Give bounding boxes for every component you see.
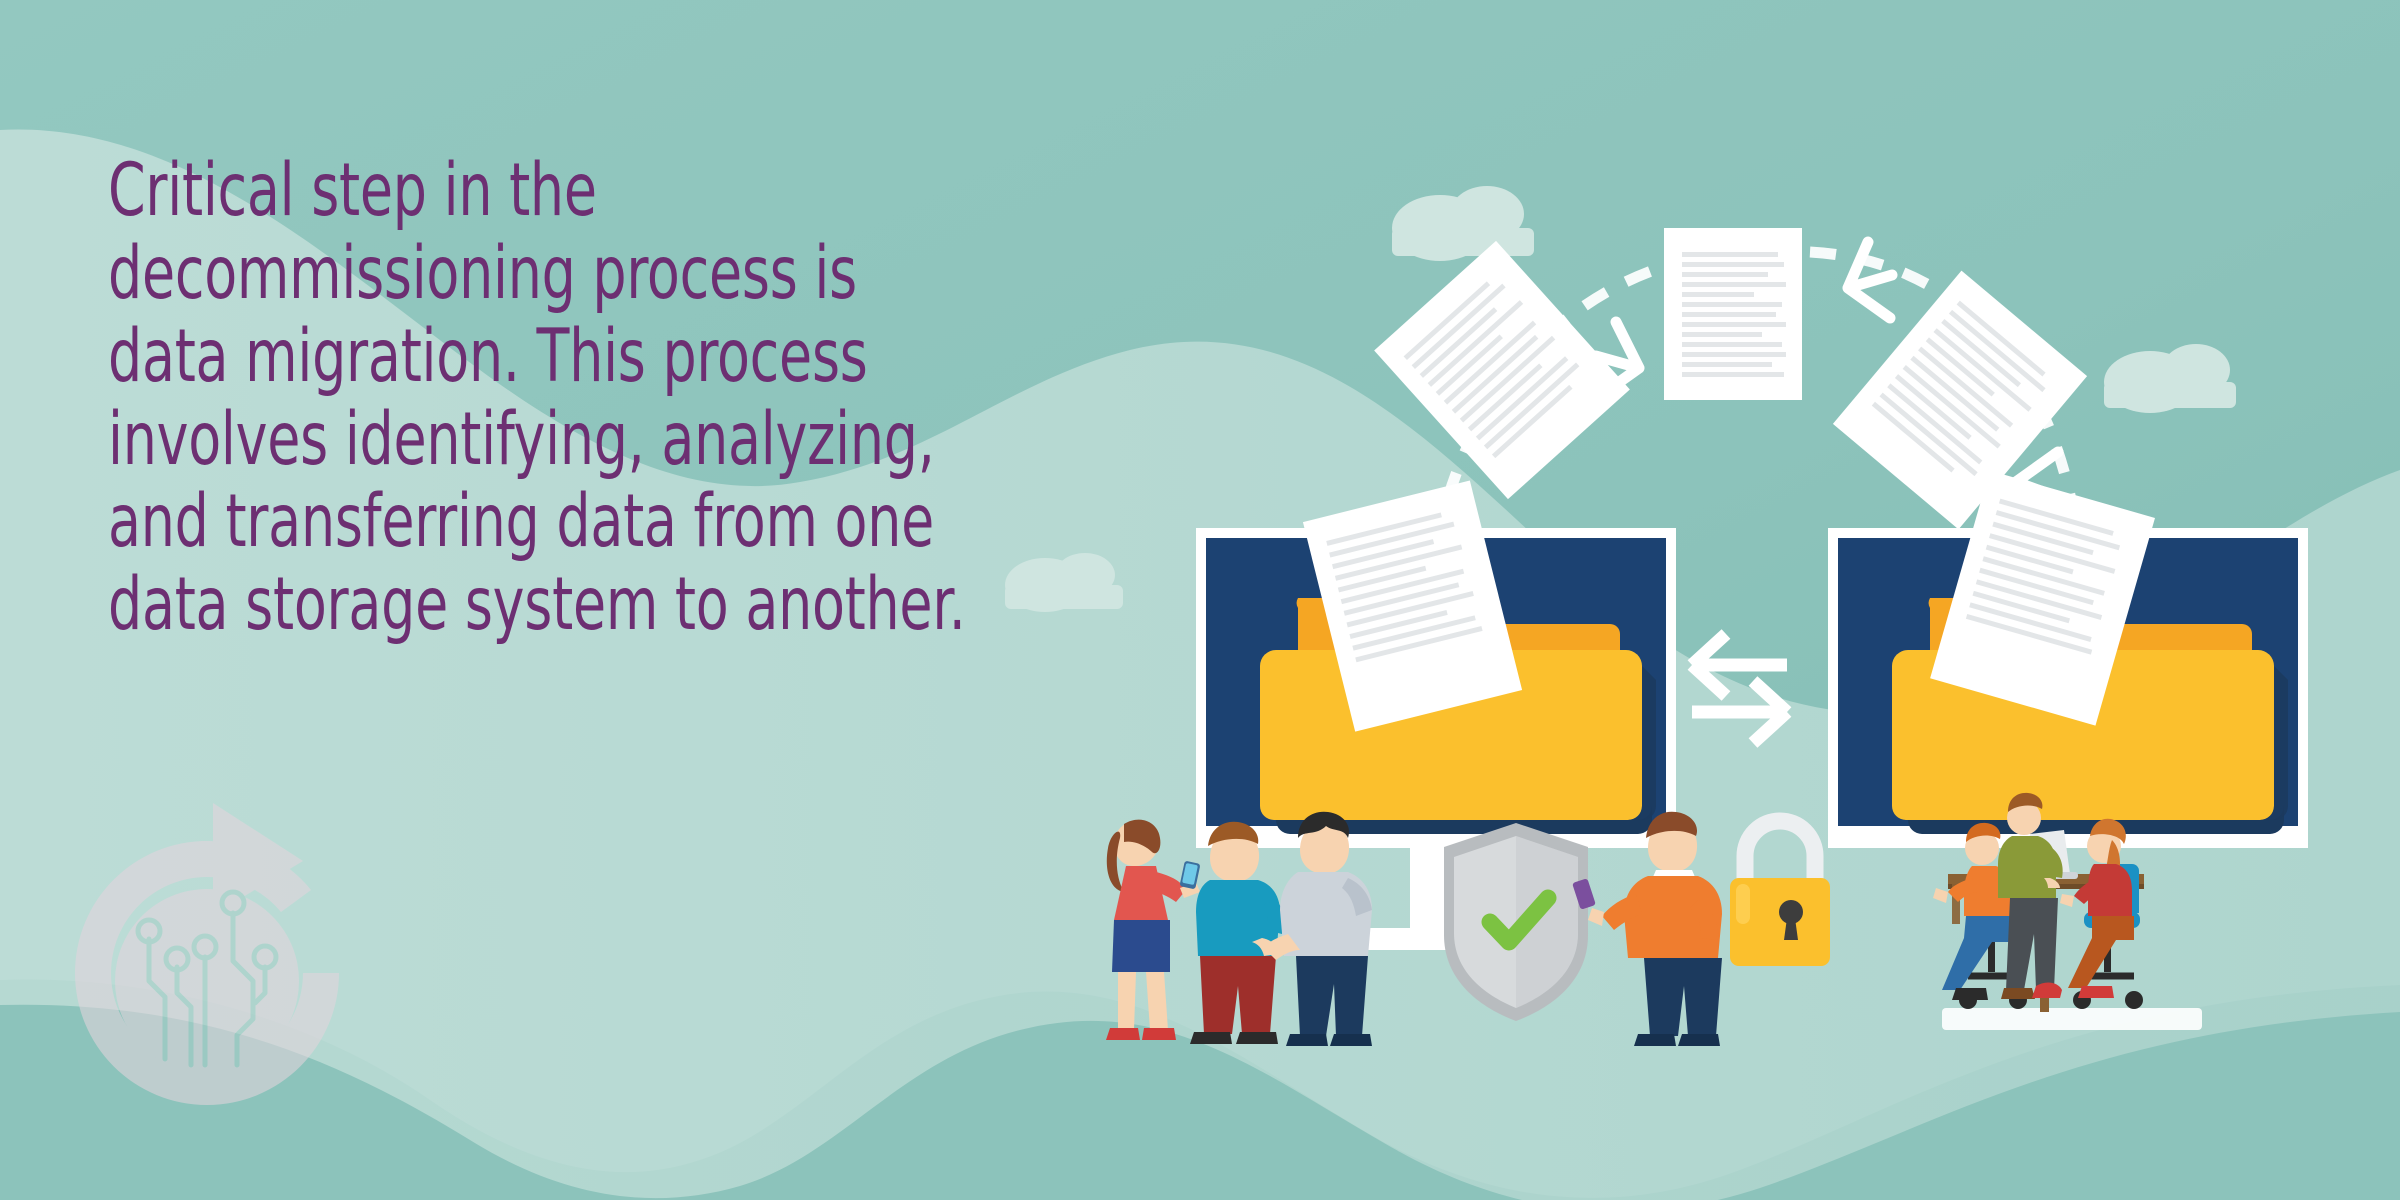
document-upper-left bbox=[1374, 240, 1630, 500]
circular-refresh-circuit-logo bbox=[75, 803, 339, 1105]
cloud-right bbox=[2104, 344, 2236, 413]
desk-group-right bbox=[1933, 792, 2202, 1030]
security-shield bbox=[1444, 823, 1588, 1021]
cloud-left bbox=[1005, 553, 1123, 612]
document-top-center bbox=[1664, 228, 1802, 400]
transfer-arrows bbox=[1687, 629, 1792, 748]
path-arrowhead-right-upper bbox=[1842, 236, 1898, 324]
person-man-jacket bbox=[1264, 811, 1372, 1046]
document-into-source bbox=[1302, 480, 1523, 732]
person-with-phone bbox=[1572, 811, 1722, 1046]
document-into-target bbox=[1930, 470, 2155, 726]
person-standing-olive bbox=[1998, 792, 2063, 999]
person-seated-woman bbox=[2060, 818, 2134, 998]
person-woman-with-phone bbox=[1106, 819, 1200, 1040]
person-man-teal bbox=[1190, 821, 1284, 1044]
flying-documents bbox=[1374, 228, 2088, 530]
cloud-top bbox=[1392, 186, 1534, 261]
document-upper-right bbox=[1832, 270, 2088, 530]
check-icon bbox=[1481, 889, 1557, 951]
padlock bbox=[1730, 812, 1830, 966]
wave-bottom bbox=[0, 1004, 2400, 1200]
page-headline: Critical step in the decommissioning pro… bbox=[108, 148, 966, 648]
